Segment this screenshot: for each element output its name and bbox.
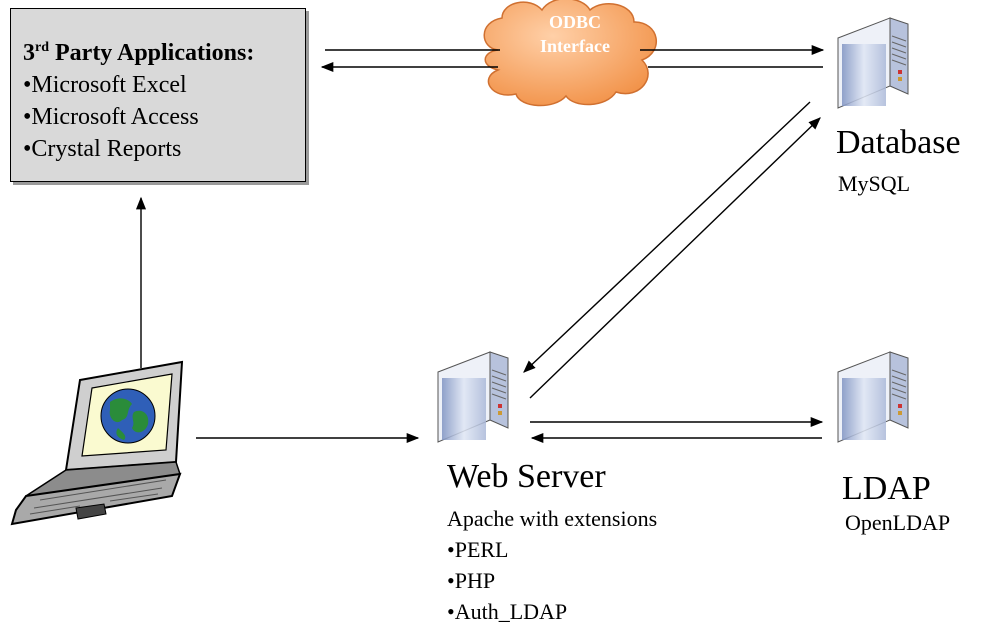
webserver-server-icon <box>437 351 509 443</box>
odbc-label-line2: Interface <box>540 36 610 56</box>
arrow-database-to-webserver <box>523 101 811 373</box>
database-title: Database <box>836 124 961 161</box>
ldap-subtitle: OpenLDAP <box>845 510 951 535</box>
apps-item: Microsoft Excel <box>23 72 186 99</box>
webserver-item: Auth_LDAP <box>447 601 567 623</box>
globe-icon <box>100 388 156 444</box>
laptop-icon <box>10 360 184 526</box>
webserver-subtitle: Apache with extensions <box>447 506 658 531</box>
arrow-webserver-to-database <box>529 117 821 399</box>
ldap-title: LDAP <box>842 470 931 507</box>
odbc-label-line1: ODBC <box>548 12 601 32</box>
odbc-label: ODBC Interface <box>510 10 640 58</box>
ldap-server-icon <box>837 351 909 443</box>
apps-title: 3rd Party Applications: <box>23 40 255 66</box>
webserver-item: PERL <box>447 539 509 561</box>
odbc-arrows <box>320 44 825 73</box>
webserver-title: Web Server <box>447 458 606 495</box>
apps-item: Crystal Reports <box>23 136 181 163</box>
odbc-cloud-icon <box>483 0 658 107</box>
apps-item: Microsoft Access <box>23 104 198 131</box>
webserver-item: PHP <box>447 570 495 592</box>
database-server-icon <box>837 17 909 109</box>
database-subtitle: MySQL <box>838 171 911 196</box>
third-party-apps-box: 3rd Party Applications: Microsoft Excel … <box>10 8 306 182</box>
